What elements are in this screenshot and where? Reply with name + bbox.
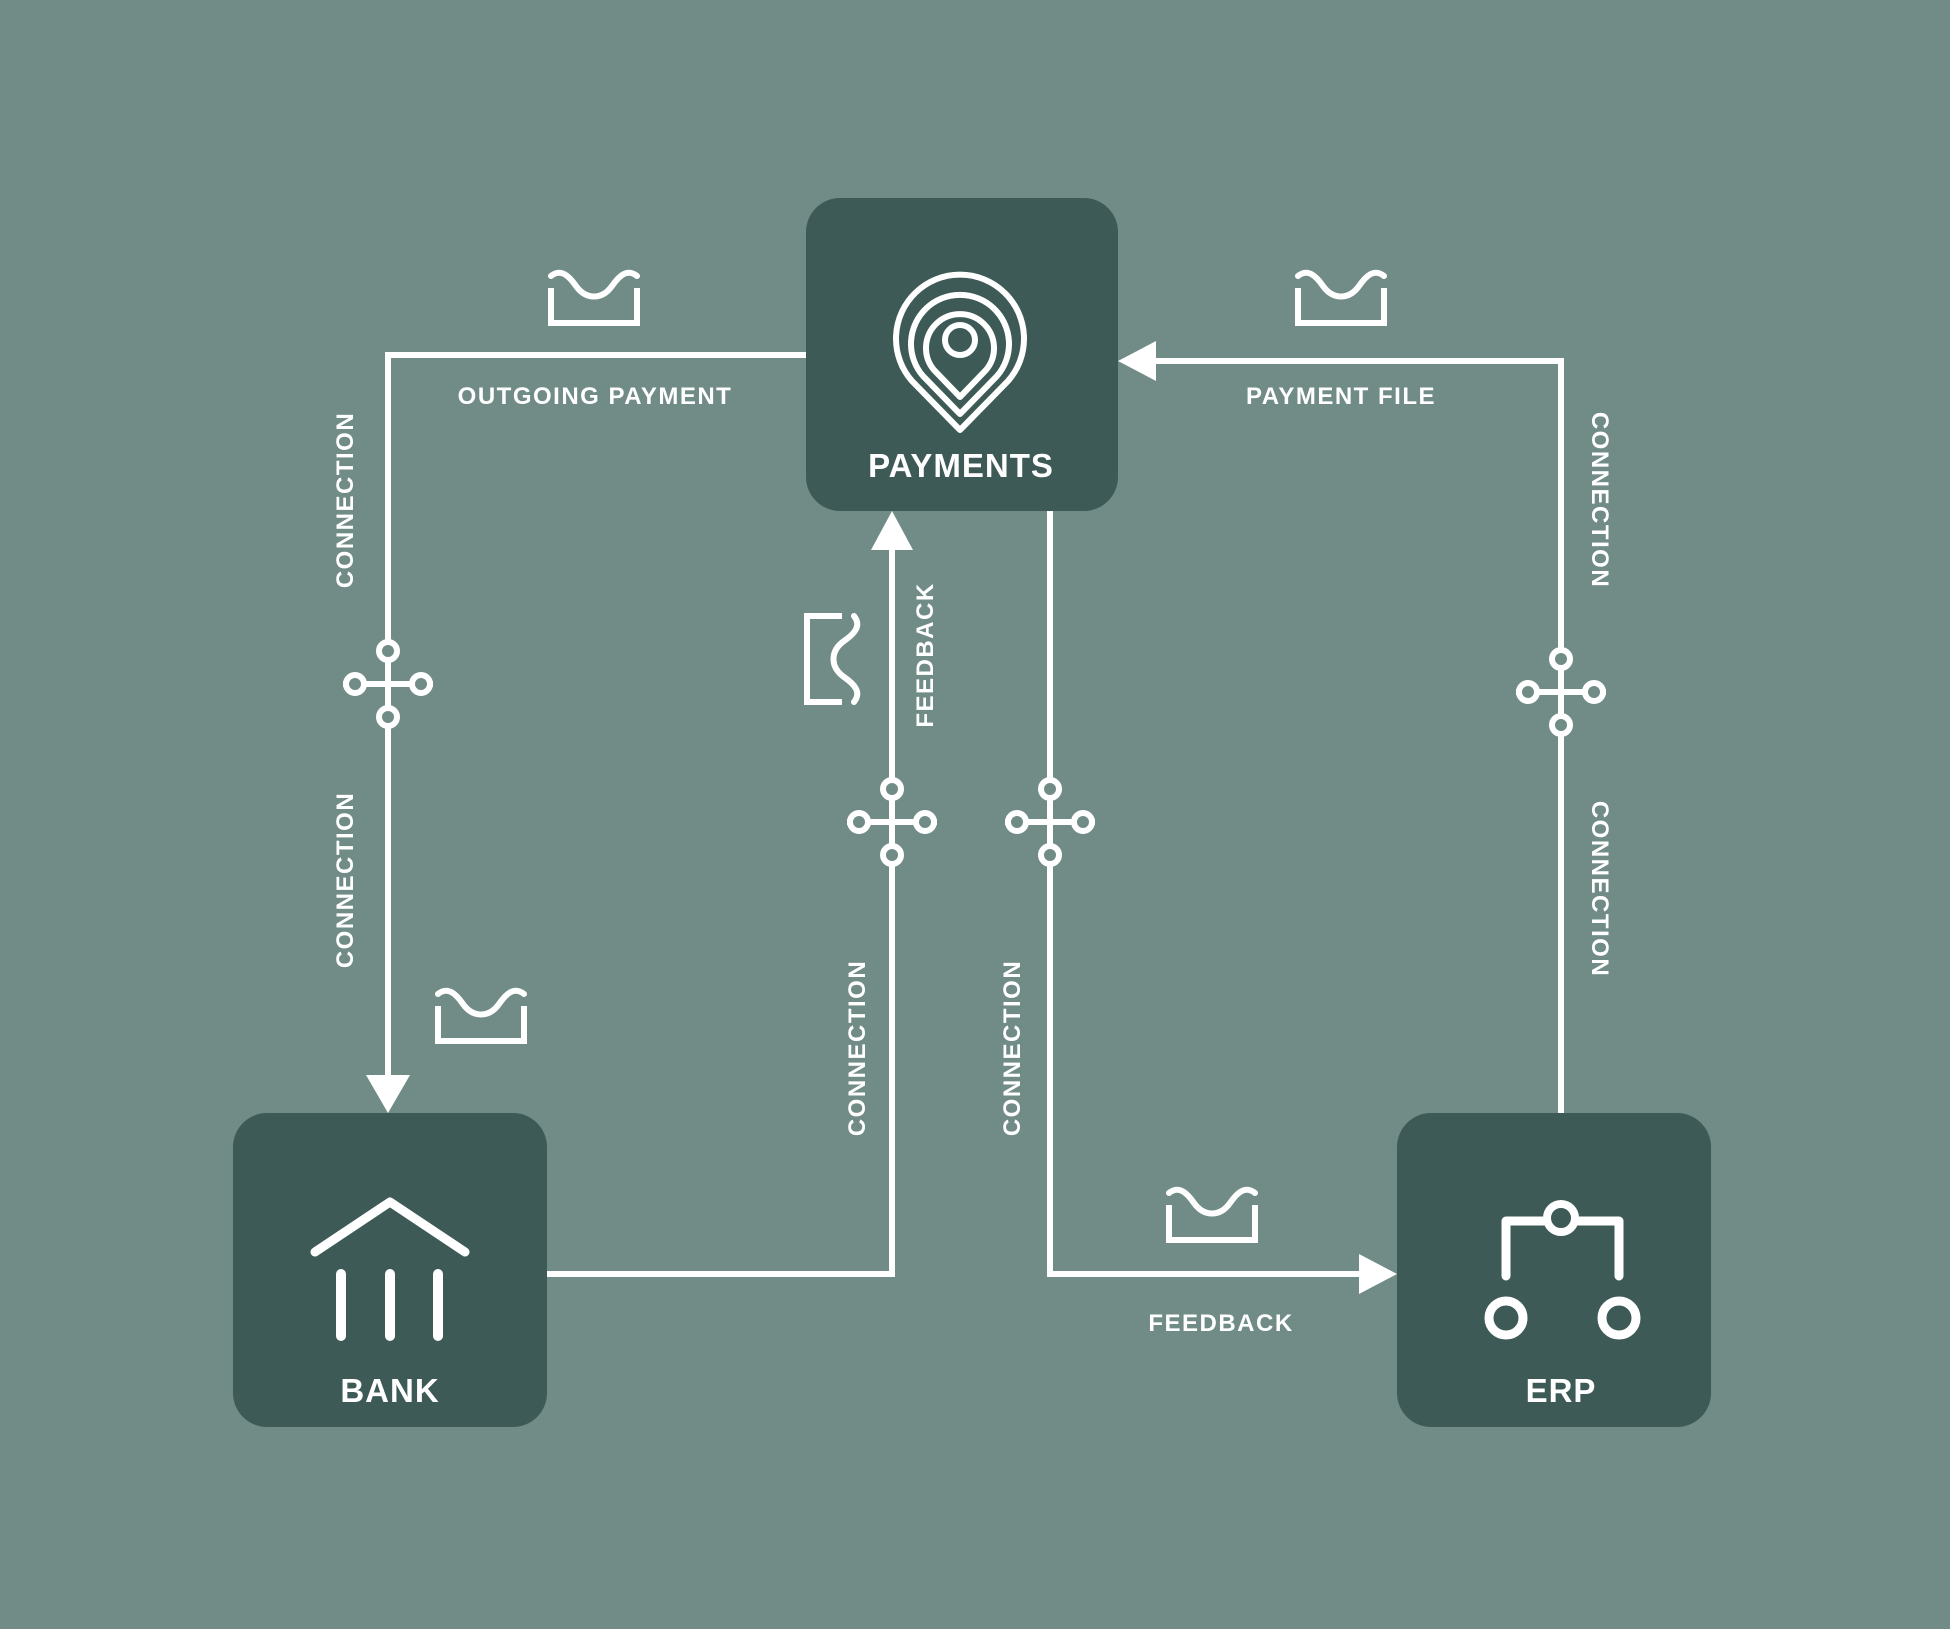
arrow-to-payments-right <box>1118 341 1156 381</box>
location-pin-icon <box>893 271 1027 433</box>
connection-label: CONNECTION <box>999 960 1026 1136</box>
message-tray-icon <box>438 991 524 1041</box>
connection-label: CONNECTION <box>332 412 359 588</box>
erp-network-icon <box>1484 1200 1641 1340</box>
edge-feedback-erp <box>1047 511 1365 1277</box>
arrow-to-erp <box>1359 1254 1397 1294</box>
edge-payment-file <box>1150 358 1564 1113</box>
feedback-bank-label: FEEDBACK <box>912 582 939 727</box>
edge-outgoing-payment <box>385 352 806 1080</box>
message-tray-icon <box>1169 1190 1255 1240</box>
payment-file-label: PAYMENT FILE <box>1246 383 1436 410</box>
feedback-erp-label: FEEDBACK <box>1148 1310 1293 1337</box>
junction-node-icon <box>1005 777 1095 867</box>
junction-node-icon <box>847 777 937 867</box>
connection-label: CONNECTION <box>1586 801 1613 977</box>
message-tray-icon <box>1298 273 1384 323</box>
message-tray-icon <box>551 273 637 323</box>
node-bank[interactable]: BANK <box>233 1113 547 1427</box>
arrow-to-payments-bottom <box>871 511 913 550</box>
erp-box <box>1397 1113 1711 1427</box>
node-payments[interactable]: PAYMENTS <box>806 198 1118 511</box>
arrow-to-bank <box>366 1075 410 1113</box>
node-erp[interactable]: ERP <box>1397 1113 1711 1427</box>
connection-label: CONNECTION <box>844 960 871 1136</box>
connection-label: CONNECTION <box>1586 412 1613 588</box>
message-tray-icon <box>807 616 857 702</box>
bank-icon <box>310 1197 470 1341</box>
bank-label: BANK <box>340 1372 439 1409</box>
payments-label: PAYMENTS <box>868 447 1054 484</box>
junction-node-icon <box>343 639 433 729</box>
erp-label: ERP <box>1526 1372 1597 1409</box>
junction-node-icon <box>1516 647 1606 737</box>
outgoing-payment-label: OUTGOING PAYMENT <box>458 383 733 410</box>
edge-feedback-bank <box>547 545 895 1277</box>
connection-label: CONNECTION <box>332 792 359 968</box>
